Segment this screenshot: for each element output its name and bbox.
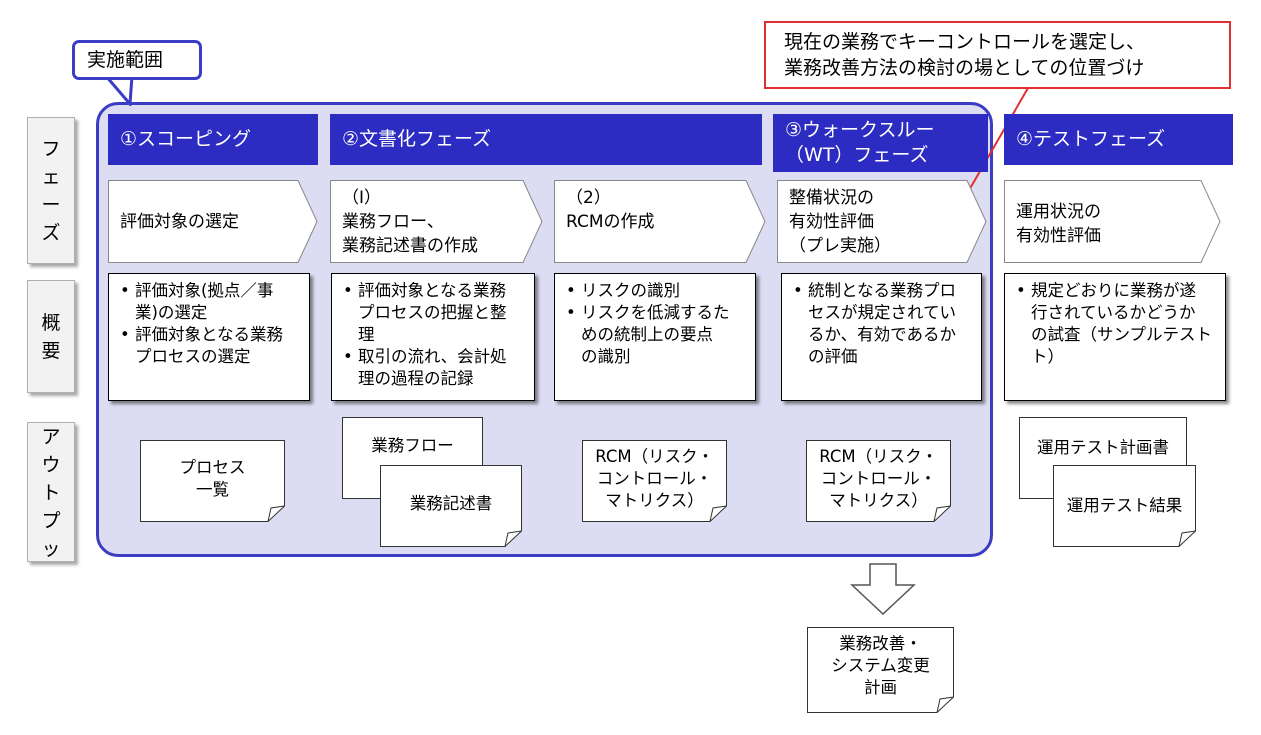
row-label-summary: 概要 bbox=[27, 280, 75, 393]
output-doc-test-result: 運用テスト結果 bbox=[1053, 465, 1196, 547]
step-chevron-select-target: 評価対象の選定 bbox=[108, 180, 318, 263]
scope-label: 実施範囲 bbox=[72, 40, 202, 80]
phase-header-documentation: ②文書化フェーズ bbox=[330, 114, 762, 165]
output-doc-business-description: 業務記述書 bbox=[380, 465, 522, 547]
summary-item: リスクの識別 bbox=[563, 280, 749, 302]
phase-header-scoping: ①スコーピング bbox=[108, 114, 318, 165]
note-line-1: 現在の業務でキーコントロールを選定し、 bbox=[784, 31, 1146, 53]
row-label-output: アウトプット bbox=[27, 422, 75, 562]
row-label-phase: フェーズ bbox=[27, 117, 75, 264]
output-doc-rcm-wt: RCM（リスク・コントロール・マトリクス） bbox=[806, 440, 951, 522]
step-chevron-operating-eval: 運用状況の有効性評価 bbox=[1004, 180, 1221, 263]
down-arrow-icon bbox=[850, 563, 916, 615]
scope-callout-tail bbox=[104, 74, 134, 106]
step-chevron-rcm: （2）RCMの作成 bbox=[554, 180, 766, 263]
note-callout: 現在の業務でキーコントロールを選定し、 業務改善方法の検討の場としての位置づけ bbox=[764, 21, 1231, 89]
summary-item: 評価対象(拠点／事業)の選定 bbox=[117, 280, 303, 324]
output-doc-rcm: RCM（リスク・コントロール・マトリクス） bbox=[582, 440, 727, 522]
output-doc-process-list: プロセス一覧 bbox=[140, 440, 285, 522]
note-pointer-line bbox=[967, 87, 1029, 193]
phase-header-test: ④テストフェーズ bbox=[1004, 114, 1233, 165]
step-chevron-design-eval: 整備状況の有効性評価（プレ実施） bbox=[777, 180, 987, 263]
step-chevron-flow-doc: （Ⅰ）業務フロー、業務記述書の作成 bbox=[330, 180, 543, 263]
phase-header-walkthrough: ③ウォークスルー（WT）フェーズ bbox=[773, 114, 988, 172]
output-doc-improvement-plan: 業務改善・システム変更計画 bbox=[807, 627, 954, 713]
note-line-2: 業務改善方法の検討の場としての位置づけ bbox=[784, 57, 1145, 79]
